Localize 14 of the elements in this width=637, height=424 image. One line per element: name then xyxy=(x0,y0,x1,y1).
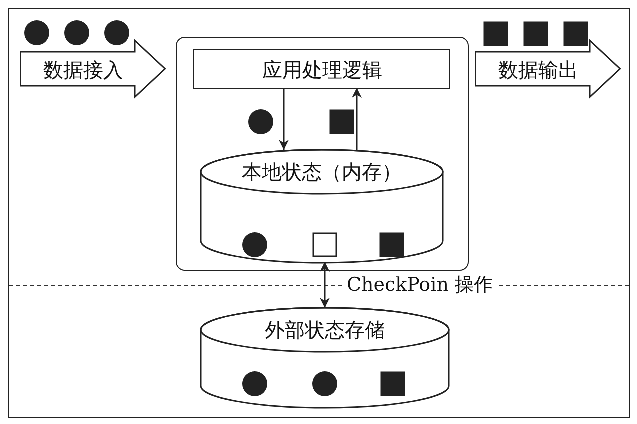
storage-cylinder xyxy=(200,149,444,264)
cylinder-label: 本地状态（内存） xyxy=(242,160,402,184)
storage-cylinder xyxy=(200,307,450,409)
arrow xyxy=(320,262,330,308)
cylinder-label: 外部状态存储 xyxy=(265,318,385,342)
arrow-label: 数据输出 xyxy=(498,58,578,82)
edge-label: CheckPoin 操作 xyxy=(343,272,497,297)
container-box xyxy=(176,37,469,271)
process-box xyxy=(193,49,450,89)
arrow-label: 数据接入 xyxy=(44,58,124,82)
box-label: 应用处理逻辑 xyxy=(262,58,382,82)
arrow xyxy=(352,88,362,150)
block-arrow xyxy=(20,40,166,98)
arrow xyxy=(279,88,289,150)
